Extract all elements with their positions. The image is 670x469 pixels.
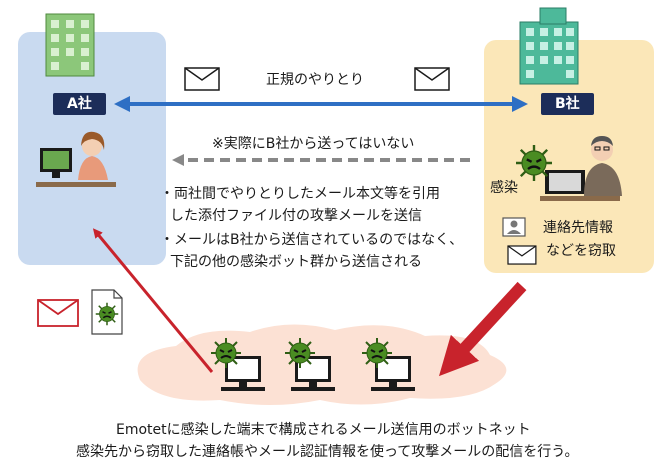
virus-icon-bot-2 — [284, 337, 316, 369]
infection-label: 感染 — [490, 180, 518, 196]
explanation-line-2: した添付ファイル付の攻撃メールを送信 — [170, 208, 422, 224]
company-a-badge: A社 — [53, 93, 106, 115]
stolen-info-line-2: などを窃取 — [546, 243, 616, 259]
company-b-building-icon — [519, 7, 579, 85]
not-sent-note: ※実際にB社から送ってはいない — [212, 136, 415, 152]
virus-icon-bot-1 — [210, 337, 242, 369]
contact-card-icon — [502, 217, 526, 237]
company-b-employee-icon — [540, 136, 622, 201]
virus-icon-bot-3 — [361, 337, 393, 369]
explanation-line-3: ・メールはB社から送信されているのではなく、 — [160, 232, 464, 248]
company-a-building-icon — [45, 13, 95, 77]
explanation-line-4: 下記の他の感染ボット群から送信される — [170, 254, 422, 270]
virus-icon-infection — [514, 143, 554, 183]
explanation-line-1: ・両社間でやりとりしたメール本文等を引用 — [160, 186, 440, 202]
company-b-badge: B社 — [541, 93, 594, 115]
envelope-icon-stolen — [507, 245, 537, 265]
infected-attachment-icon — [91, 289, 123, 335]
caption-line-2: 感染先から窃取した連絡帳やメール認証情報を使って攻撃メールの配信を行う。 — [76, 444, 579, 460]
caption-line-1: Emotetに感染した端末で構成されるメール送信用のボットネット — [116, 422, 531, 438]
envelope-icon-right — [414, 67, 450, 91]
company-a-employee-icon — [36, 131, 116, 187]
attack-mail-arrow — [92, 228, 214, 373]
theft-to-botnet-arrow — [438, 281, 527, 377]
attack-envelope-icon — [37, 299, 79, 327]
stolen-info-line-1: 連絡先情報 — [543, 220, 613, 236]
exchange-label: 正規のやりとり — [266, 72, 364, 88]
envelope-icon-left — [184, 67, 220, 91]
